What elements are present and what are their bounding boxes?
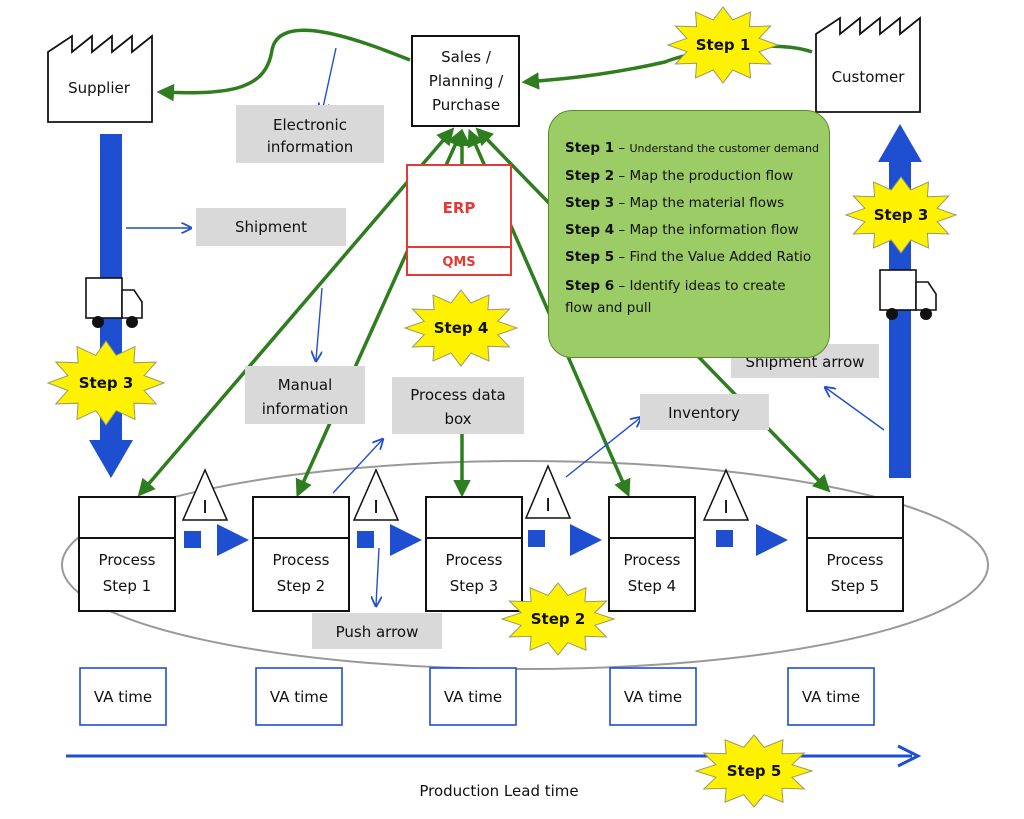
svg-text:Step 2: Step 2	[277, 577, 325, 595]
label-shipment: Shipment	[196, 208, 346, 246]
svg-text:Step 3: Step 3	[79, 374, 134, 392]
svg-text:Step 5: Step 5	[831, 577, 879, 595]
step-star-5: Step 5	[694, 734, 814, 808]
step-stars: Step 1 Step 3 Step 3 Step 4 Step 2 Step …	[46, 6, 958, 808]
svg-text:Step 4: Step 4	[628, 577, 676, 595]
svg-text:Step 3: Step 3	[874, 206, 929, 224]
inventory-triangle-icon: I	[181, 468, 229, 521]
supplier-factory: Supplier	[47, 34, 153, 123]
process-step-box: Process Step 5	[806, 496, 904, 612]
inventory-triangle-icon: I	[352, 468, 400, 521]
production-lead-time-label: Production Lead time	[419, 782, 578, 800]
step-star-3-right: Step 3	[844, 176, 958, 254]
push-arrow-icon	[716, 524, 788, 556]
svg-text:information: information	[267, 138, 354, 156]
step-star-2: Step 2	[500, 582, 616, 656]
step-star-3-left: Step 3	[46, 340, 166, 426]
process-step-box: Process Step 3	[425, 496, 523, 612]
svg-text:Manual: Manual	[278, 376, 333, 394]
push-arrow-icon	[184, 524, 249, 556]
label-electronic-information: Electronic information	[236, 105, 384, 163]
push-arrow-icon	[357, 524, 422, 556]
process-step-box: Process Step 2	[252, 496, 350, 612]
svg-text:VA time: VA time	[270, 688, 328, 706]
truck-icon	[879, 269, 937, 320]
customer-factory: Customer	[815, 16, 921, 113]
step-star-1: Step 1	[666, 6, 780, 84]
label-manual-information: Manual information	[245, 366, 365, 424]
pointer-arrows	[126, 47, 885, 605]
svg-text:Purchase: Purchase	[432, 96, 500, 114]
svg-text:Step 2: Step 2	[531, 610, 586, 628]
flow-step1-to-sales	[137, 127, 455, 497]
legend-item: Step 6 – Identify ideas to create flow a…	[565, 278, 786, 316]
steps-legend: Step 1 – Understand the customer demand …	[548, 110, 830, 358]
label-push-arrow: Push arrow	[312, 613, 442, 649]
svg-text:Step 3: Step 3	[450, 577, 498, 595]
va-time-box: VA time	[255, 667, 343, 726]
va-time-box: VA time	[79, 667, 167, 726]
svg-text:VA time: VA time	[444, 688, 502, 706]
svg-text:Process data: Process data	[410, 386, 505, 404]
legend-item: Step 5 – Find the Value Added Ratio	[565, 249, 812, 265]
svg-text:I: I	[202, 497, 207, 518]
svg-text:Shipment: Shipment	[235, 218, 307, 236]
truck-icon	[85, 277, 143, 328]
qms-box: QMS	[406, 246, 512, 276]
svg-text:information: information	[262, 400, 349, 418]
process-step-box: Process Step 1	[78, 496, 176, 612]
customer-label: Customer	[832, 68, 906, 86]
svg-text:box: box	[444, 410, 471, 428]
svg-text:Step 5: Step 5	[727, 762, 782, 780]
flow-sales-to-supplier	[156, 28, 411, 102]
label-inventory: Inventory	[640, 394, 769, 430]
svg-text:ERP: ERP	[443, 199, 476, 217]
va-time-box: VA time	[429, 667, 517, 726]
label-process-data-box: Process data box	[392, 377, 524, 434]
svg-text:Step 1: Step 1	[103, 577, 151, 595]
svg-text:VA time: VA time	[624, 688, 682, 706]
legend-item: Step 1 – Understand the customer demand	[565, 140, 819, 156]
svg-text:Process: Process	[273, 551, 330, 569]
svg-text:Process: Process	[827, 551, 884, 569]
step-star-4: Step 4	[403, 289, 519, 367]
legend-item: Step 3 – Map the material flows	[565, 195, 785, 211]
svg-text:Sales /: Sales /	[441, 48, 492, 66]
legend-item: Step 2 – Map the production flow	[565, 168, 794, 184]
erp-box: ERP	[406, 164, 512, 248]
svg-text:VA time: VA time	[802, 688, 860, 706]
process-step-box: Process Step 4	[608, 496, 696, 612]
svg-text:I: I	[545, 495, 550, 516]
svg-text:Planning /: Planning /	[429, 72, 504, 90]
svg-text:I: I	[373, 497, 378, 518]
svg-text:Process: Process	[99, 551, 156, 569]
va-time-box: VA time	[609, 667, 697, 726]
svg-text:VA time: VA time	[94, 688, 152, 706]
svg-text:Push arrow: Push arrow	[336, 623, 419, 641]
inventory-triangle-icon: I	[702, 468, 750, 521]
push-arrow-icon	[528, 524, 602, 556]
svg-text:Process: Process	[446, 551, 503, 569]
svg-text:Process: Process	[624, 551, 681, 569]
svg-text:Step 1: Step 1	[696, 36, 751, 54]
legend-item: Step 4 – Map the information flow	[565, 222, 799, 238]
svg-text:Step 4: Step 4	[434, 319, 489, 337]
sales-planning-purchase-box: Sales / Planning / Purchase	[411, 35, 520, 127]
svg-text:QMS: QMS	[442, 255, 475, 270]
supplier-label: Supplier	[68, 79, 131, 97]
svg-text:Electronic: Electronic	[273, 116, 347, 134]
inventory-triangle-icon: I	[524, 464, 572, 519]
svg-text:Inventory: Inventory	[668, 404, 740, 422]
svg-text:I: I	[723, 497, 728, 518]
va-time-box: VA time	[787, 667, 875, 726]
